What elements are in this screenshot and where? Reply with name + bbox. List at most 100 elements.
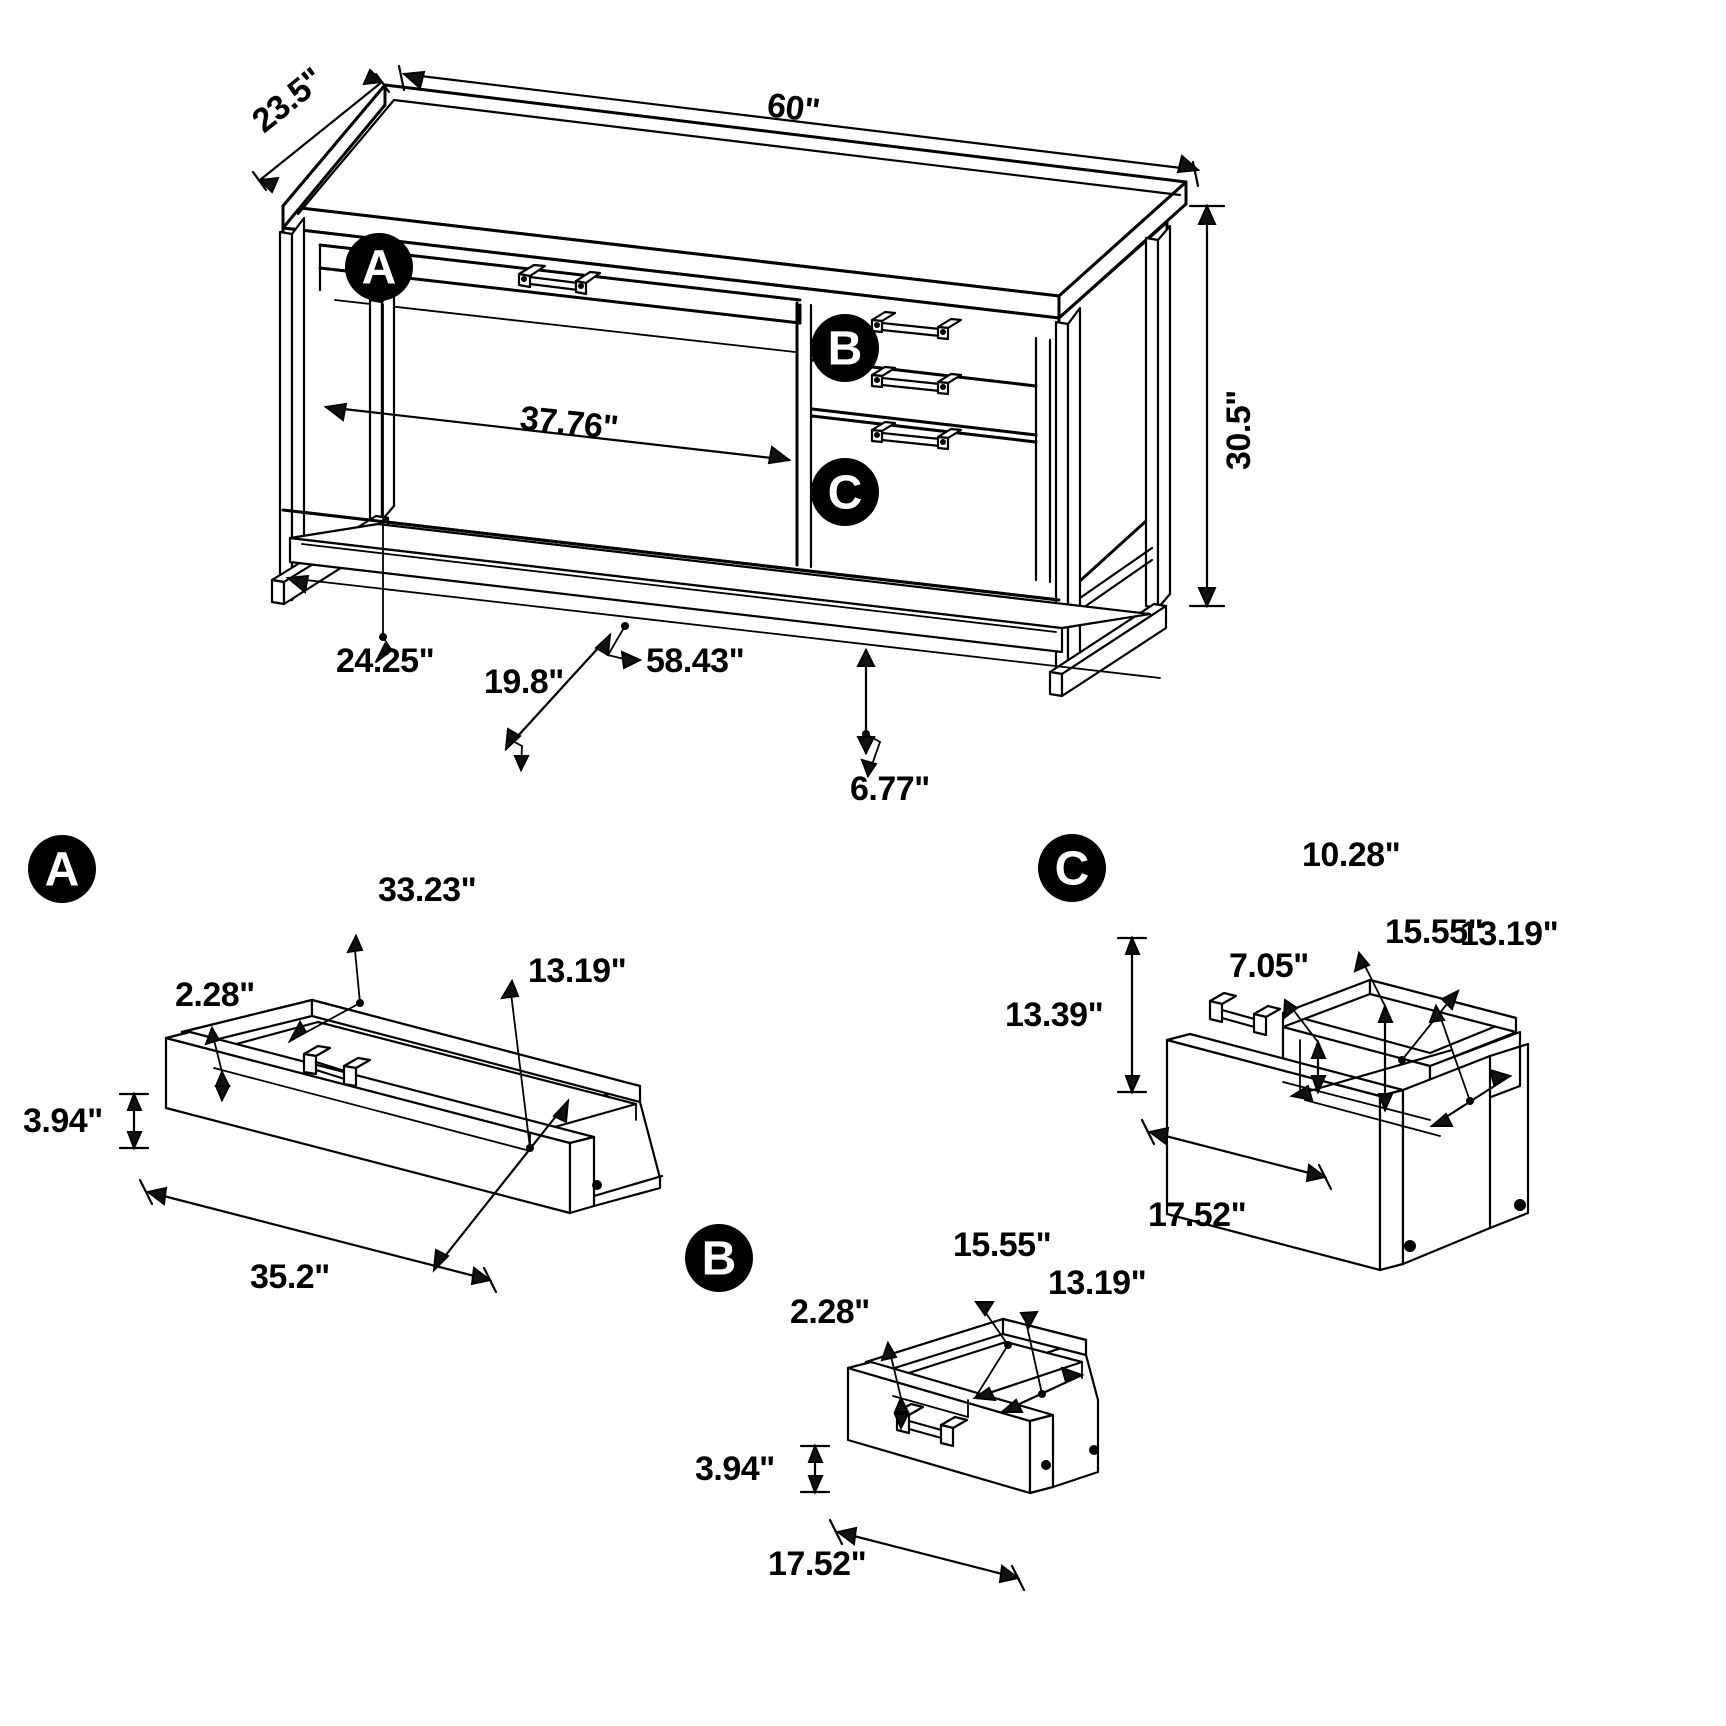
dim-b-label-1752: 17.52" (768, 1545, 866, 1583)
drawer-a-screw-dot (592, 1180, 602, 1190)
dim-label-stretcher: 19.8" (484, 663, 564, 701)
dim-a-label-3323: 33.23" (378, 871, 476, 909)
drawer-c-front-right-edge (1378, 1088, 1405, 1272)
drawer-a-right-body (568, 1135, 596, 1215)
dim-framewidth-5843: 58.43" (285, 574, 1161, 680)
dim-c-label-1319: 13.19" (1460, 915, 1558, 953)
drawer-a-bottom-far (592, 1176, 662, 1208)
dim-label-depth: 23.5" (245, 60, 331, 140)
callout-badge-a[interactable]: A (345, 233, 413, 301)
callout-c-circle (811, 458, 879, 526)
handle-drawer-c (870, 420, 963, 451)
frame-right-leg (1048, 224, 1172, 698)
detail-c-circle (1038, 834, 1106, 902)
callout-c-letter: C (828, 467, 863, 520)
knee-space-back-line (334, 299, 796, 353)
drawer-c-inner-line-4 (1304, 1099, 1441, 1137)
drawer-c-top-line (810, 414, 1038, 444)
dim-c-label-1752: 17.52" (1148, 1196, 1246, 1234)
dim-a-label-352: 35.2" (250, 1258, 330, 1296)
detail-b-badge[interactable]: B (685, 1224, 753, 1292)
drawer-a-slide (592, 1174, 664, 1198)
frame-back-rail (377, 523, 1151, 615)
dim-c-label-705: 7.05" (1229, 947, 1309, 985)
dim-c-label-1028: 10.28" (1302, 836, 1400, 874)
detail-b-letter: B (702, 1233, 737, 1286)
desk-top-right-edge (1057, 180, 1188, 320)
detail-a-view: A (23, 835, 664, 1296)
drawer-c-inner-line-2 (1429, 1031, 1517, 1067)
dim-b-label-228: 2.28" (790, 1293, 870, 1331)
detail-a-letter: A (45, 844, 80, 897)
dim-c-1555: 15.55" (1289, 913, 1484, 1102)
detail-a-circle (28, 835, 96, 903)
dim-a-228: 2.28" (175, 976, 255, 1103)
dim-label-toe: 6.77" (850, 770, 930, 808)
dim-b-label-394: 3.94" (695, 1450, 775, 1488)
detail-c-badge[interactable]: C (1038, 834, 1106, 902)
dim-c-1028: 10.28" (1302, 836, 1401, 1113)
drawer-a-inner-line-1 (213, 1067, 531, 1152)
dim-a-label-228: 2.28" (175, 976, 255, 1014)
handle-detail-a (302, 1044, 372, 1088)
drawer-c-side-panel (1401, 1054, 1492, 1266)
desk-top-bevel-line (296, 98, 1182, 216)
dim-a-1319: 13.19" (432, 952, 627, 1273)
dim-a-label-394: 3.94" (23, 1102, 103, 1140)
callout-a-circle (345, 233, 413, 301)
dim-label-legdepth: 24.25" (336, 642, 434, 680)
main-desk-view: 23.5" 60" 30.5" 37.76" (245, 60, 1258, 808)
dim-legdepth-2425: 24.25" (336, 303, 435, 680)
drawer-b-inner-line-1 (892, 1395, 969, 1418)
dim-stretcher-198: 19.8" (484, 632, 612, 773)
callout-b-circle (811, 314, 879, 382)
dim-a-352: 35.2" (138, 1178, 498, 1296)
drawer-c-bottom-far-2 (1488, 1042, 1530, 1058)
drawer-b-bottom-far-2 (1084, 1353, 1100, 1402)
drawer-b2-bottom-line (810, 407, 1038, 437)
dim-b-394: 3.94" (695, 1443, 831, 1495)
dim-a-label-1319: 13.19" (528, 952, 626, 990)
dim-b-228: 2.28" (790, 1293, 910, 1431)
dim-a-3323: 33.23" (287, 871, 477, 1044)
detail-a-badge[interactable]: A (28, 835, 96, 903)
dim-height-305: 30.5" (1188, 203, 1258, 609)
frame-bottom-stretcher (288, 522, 1152, 654)
drawer-c-screw-dot (1404, 1240, 1416, 1252)
cabinet-bottom-line (281, 508, 1061, 602)
dim-c-label-1339: 13.39" (1005, 996, 1103, 1034)
dim-b-label-1319: 13.19" (1048, 1264, 1146, 1302)
callout-badge-c[interactable]: C (811, 458, 879, 526)
drawer-b-wheel-dot (1089, 1445, 1099, 1455)
dim-label-height: 30.5" (1220, 390, 1258, 470)
dim-c-705: 7.05" (1229, 947, 1327, 1095)
dim-toe-677: 6.77" (850, 647, 930, 808)
drawer-b-front-right-edge (1028, 1413, 1055, 1495)
drawer-c-bottom-far (1488, 1042, 1530, 1230)
dim-b-1319: 13.19" (999, 1264, 1147, 1414)
detail-c-letter: C (1055, 843, 1090, 896)
dim-width-60: 60" (397, 64, 1201, 188)
dim-c-1339: 13.39" (1005, 935, 1148, 1095)
dim-label-width: 60" (765, 86, 822, 130)
handle-drawer-b-upper (870, 310, 963, 341)
detail-c-view: C (1005, 834, 1559, 1272)
handle-detail-c (1208, 991, 1282, 1037)
drawer-b-bottom-far (1051, 1398, 1100, 1489)
handle-drawer-b-lower (870, 365, 963, 396)
detail-b-view: B (685, 1224, 1147, 1592)
callout-a-letter: A (362, 242, 397, 295)
handle-drawer-a (517, 263, 602, 296)
dim-b-label-1555: 15.55" (953, 1226, 1051, 1264)
callout-badge-b[interactable]: B (811, 314, 879, 382)
dim-b-1555: 15.55" (953, 1226, 1052, 1402)
dim-c-1319: 13.19" (1428, 915, 1559, 1128)
drawer-c-wheel-dot (1514, 1199, 1526, 1211)
desk-top-left-edge (281, 83, 387, 230)
dim-label-framewidth: 58.43" (646, 642, 744, 680)
drawer-b-screw-dot (1041, 1460, 1051, 1470)
dim-a-394: 3.94" (23, 1091, 150, 1151)
drawer-a-bottom-far-2 (638, 1100, 662, 1180)
